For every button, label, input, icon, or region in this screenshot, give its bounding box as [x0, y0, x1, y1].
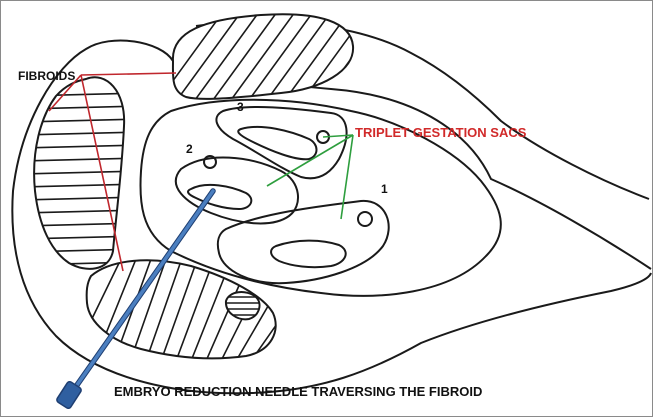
- gestation-sac-1: [218, 201, 389, 283]
- fibroids-label: FIBROIDS: [18, 69, 75, 83]
- sac-leader-lines: [267, 135, 353, 219]
- gestation-sac-3: [216, 107, 346, 178]
- triplet-sacs-label: TRIPLET GESTATION SACS: [355, 125, 526, 140]
- sac-number-1: 1: [381, 182, 388, 196]
- fibroid-top: [151, 1, 393, 111]
- needle-label: EMBRYO REDUCTION NEEDLE TRAVERSING THE F…: [114, 384, 482, 399]
- sac-number-2: 2: [186, 142, 193, 156]
- sac-number-3: 3: [237, 100, 244, 114]
